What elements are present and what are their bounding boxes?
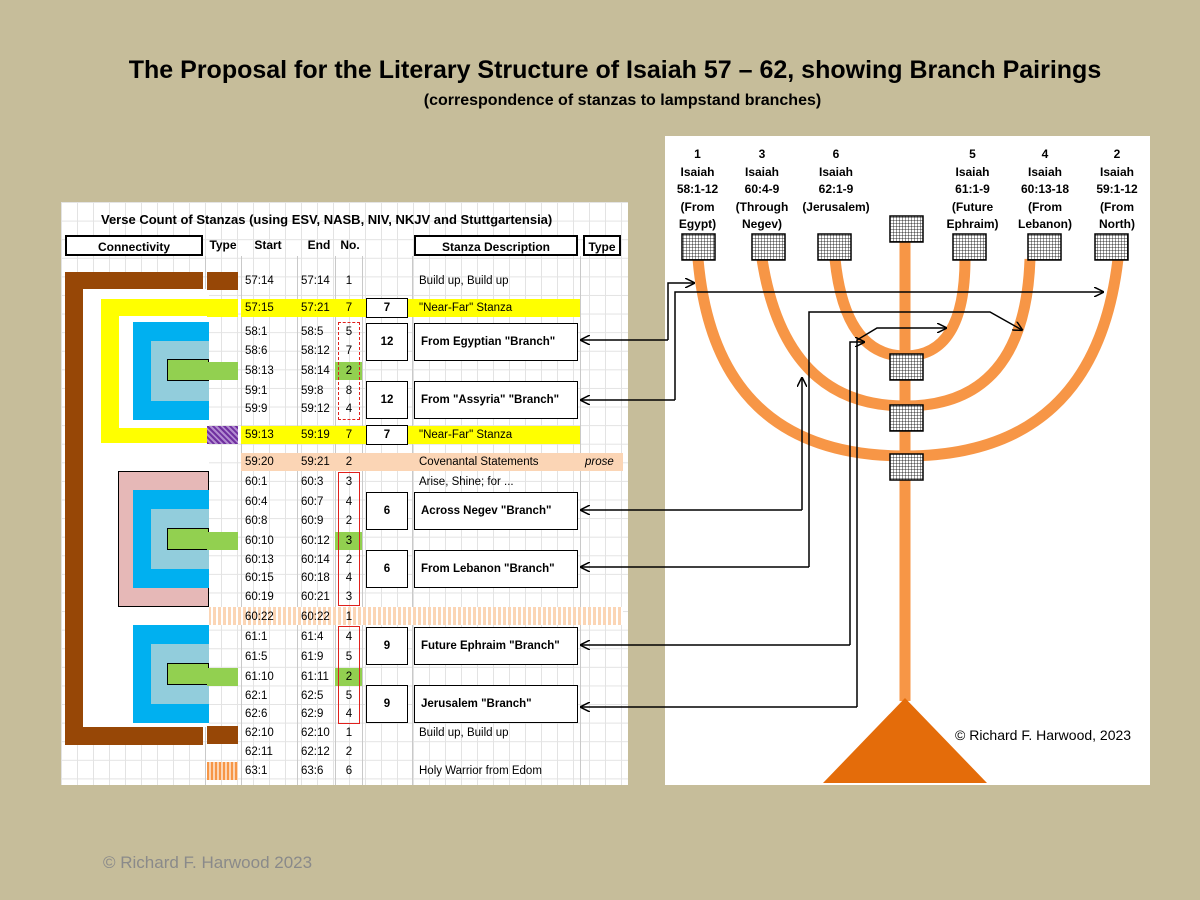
- lamp-cup-5: [952, 233, 987, 261]
- header-type: Type: [209, 238, 237, 252]
- lamp-cup-center: [889, 215, 924, 243]
- row-highlight-near-far-2: [241, 426, 580, 444]
- header-no: No.: [340, 238, 360, 252]
- lampstand-base: [823, 698, 987, 783]
- group-label: Future Ephraim "Branch": [414, 627, 578, 665]
- arrow-assyria-to-branch2: [674, 292, 1103, 400]
- group-total: 7: [366, 425, 408, 445]
- group-total: 12: [366, 381, 408, 419]
- table-title: Verse Count of Stanzas (using ESV, NASB,…: [101, 212, 553, 227]
- knop-1: [889, 353, 924, 381]
- group-total: 7: [366, 298, 408, 318]
- lamp-cup-3: [751, 233, 786, 261]
- arrow-egypt-to-branch1: [667, 283, 694, 340]
- lamp-cup-2: [1094, 233, 1129, 261]
- group-label: Jerusalem "Branch": [414, 685, 578, 723]
- group-total: 12: [366, 323, 408, 361]
- knop-3: [889, 453, 924, 481]
- red-group-61-62: [338, 626, 360, 724]
- red-group-60: [338, 472, 360, 606]
- lamp-cup-1: [681, 233, 716, 261]
- page-subtitle: (correspondence of stanzas to lampstand …: [423, 92, 822, 109]
- group-label: From Lebanon "Branch": [414, 550, 578, 588]
- cell-green-58-13: [335, 362, 362, 380]
- row-highlight-near-far-1: [241, 299, 580, 317]
- header-connectivity: Connectivity: [65, 235, 203, 256]
- header-end: End: [307, 238, 331, 252]
- group-total: 6: [366, 492, 408, 530]
- red-group-58-59: [338, 322, 360, 420]
- group-label: Across Negev "Branch": [414, 492, 578, 530]
- lamp-cup-6: [817, 233, 852, 261]
- stanza-table: Verse Count of Stanzas (using ESV, NASB,…: [61, 202, 628, 785]
- header-start: Start: [254, 238, 282, 252]
- knop-2: [889, 404, 924, 432]
- footer-copyright: © Richard F. Harwood 2023: [103, 853, 313, 872]
- group-label: From "Assyria" "Branch": [414, 381, 578, 419]
- arrow-jerusalem-to-branch5: [856, 328, 946, 707]
- cell-green-60-10: [335, 532, 362, 550]
- header-type-2: Type: [583, 235, 621, 256]
- group-total: 9: [366, 627, 408, 665]
- group-label: From Egyptian "Branch": [414, 323, 578, 361]
- arrow-lebanon-to-branch4: [808, 311, 1022, 567]
- lampstand-drawing: [681, 215, 1129, 783]
- group-total: 9: [366, 685, 408, 723]
- lamp-cup-4: [1027, 233, 1062, 261]
- arrow-ephraim-to-branch6: [849, 342, 864, 645]
- group-total: 6: [366, 550, 408, 588]
- cell-green-61-10: [335, 668, 362, 686]
- copyright-label: © Richard F. Harwood, 2023: [955, 727, 1132, 743]
- row-highlight-60-22: [83, 607, 623, 625]
- header-stanza-description: Stanza Description: [414, 235, 578, 256]
- row-highlight-covenantal: [241, 453, 623, 471]
- page-title: The Proposal for the Literary Structure …: [128, 56, 1102, 84]
